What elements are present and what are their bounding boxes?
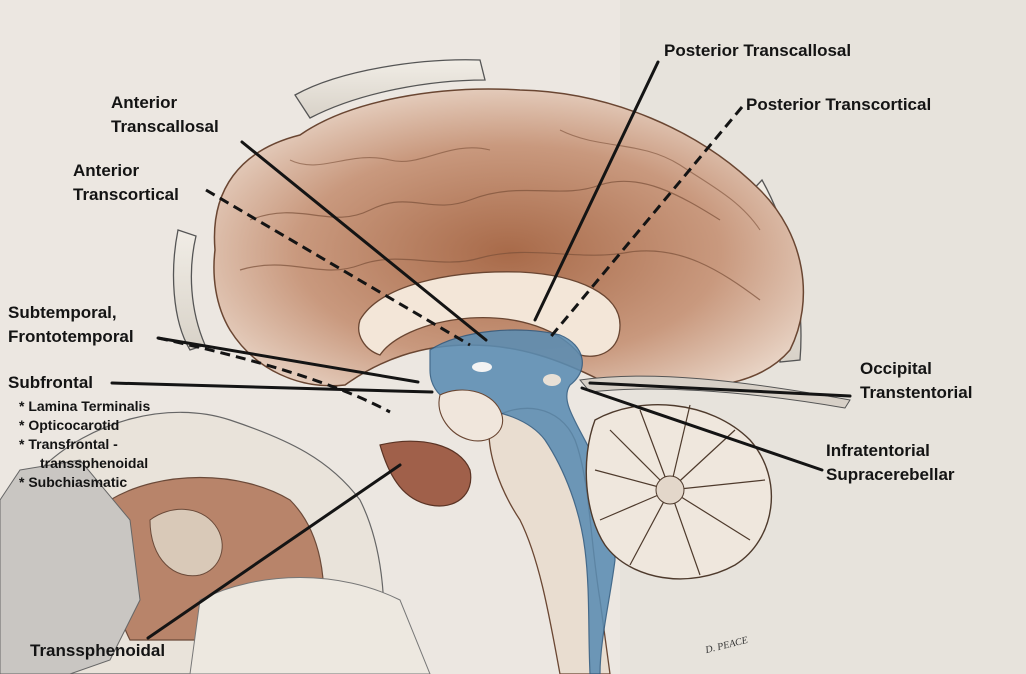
- label-posterior-transcallosal: Posterior Transcallosal: [664, 41, 852, 60]
- label-line: Occipital: [860, 359, 932, 378]
- label-line: Transcortical: [73, 185, 179, 204]
- label-line: Supracerebellar: [826, 465, 955, 484]
- label-posterior-transcortical: Posterior Transcortical: [746, 95, 932, 114]
- list-item: * Subchiasmatic: [19, 474, 128, 490]
- list-item: * Opticocarotid: [19, 417, 120, 433]
- label-line: Infratentorial: [826, 441, 930, 460]
- label-subfrontal: Subfrontal: [8, 373, 93, 392]
- label-line: Transtentorial: [860, 383, 973, 402]
- list-item: * Lamina Terminalis: [19, 398, 151, 414]
- label-line: Anterior: [111, 93, 178, 112]
- list-item: transsphenoidal: [40, 455, 149, 471]
- label-line: Subtemporal,: [8, 303, 117, 322]
- list-item: * Transfrontal -: [19, 436, 118, 452]
- label-line: Frontotemporal: [8, 327, 134, 346]
- label-transsphenoidal: Transsphenoidal: [30, 641, 166, 660]
- label-line: Anterior: [73, 161, 140, 180]
- label-line: Transcallosal: [111, 117, 219, 136]
